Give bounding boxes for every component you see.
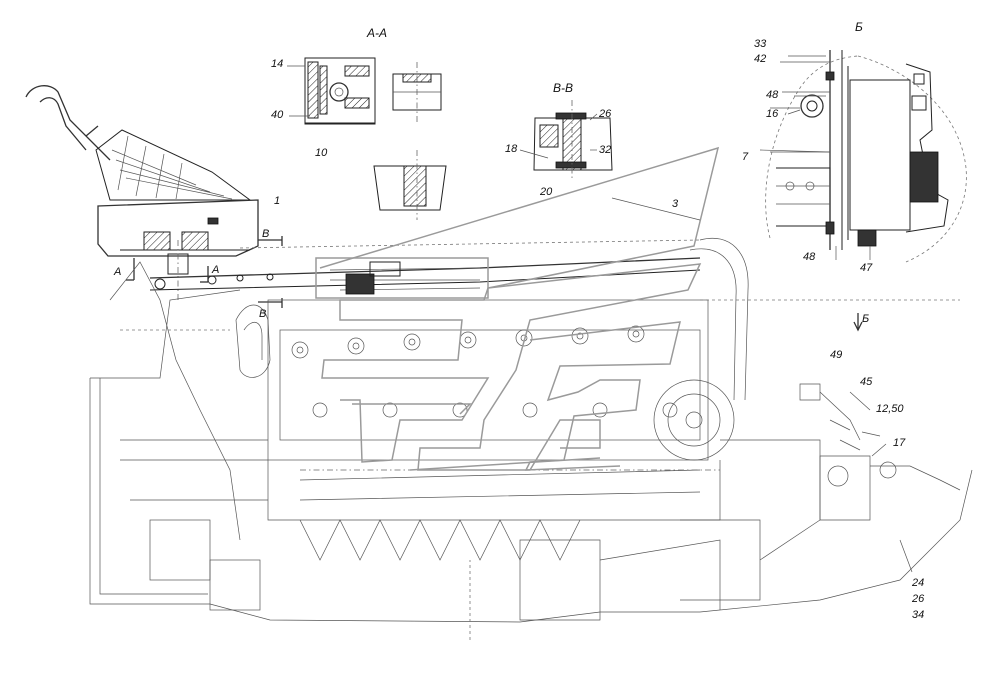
marker-a-left: А <box>114 266 122 278</box>
callout-32: 32 <box>599 144 612 156</box>
callout-26-bb: 26 <box>599 108 612 120</box>
callout-10: 10 <box>315 147 328 159</box>
callout-49: 49 <box>830 349 843 361</box>
callout-3: 3 <box>672 198 679 210</box>
section-bb-title: В-В <box>553 81 574 95</box>
callout-34: 34 <box>912 609 925 621</box>
section-bb-drawing <box>519 100 613 180</box>
view-b-arrow-label: Б <box>862 313 870 325</box>
callout-48-top: 48 <box>766 89 779 101</box>
callout-18: 18 <box>505 143 518 155</box>
callout-12-50: 12,50 <box>876 403 904 415</box>
section-aa-drawing <box>287 57 447 220</box>
engine-block-drawing <box>89 238 973 640</box>
callout-42: 42 <box>754 53 767 65</box>
callout-1: 1 <box>274 195 281 207</box>
view-b-title: Б <box>855 20 863 34</box>
leader-lines <box>611 55 913 573</box>
callout-47: 47 <box>860 262 873 274</box>
view-b-drawing <box>759 50 967 332</box>
section-aa-title: А-А <box>367 26 388 40</box>
marker-a-right: А <box>212 264 220 276</box>
marker-b-upper: В <box>262 228 270 240</box>
callout-26: 26 <box>912 593 925 605</box>
harness-routing <box>315 146 720 471</box>
callout-45: 45 <box>860 376 873 388</box>
callout-16: 16 <box>766 108 779 120</box>
callout-24: 24 <box>912 577 925 589</box>
callout-48-bottom: 48 <box>803 251 816 263</box>
callout-33: 33 <box>754 38 767 50</box>
callout-17: 17 <box>893 437 906 449</box>
marker-b-lower: В <box>259 308 267 320</box>
callout-20: 20 <box>540 186 553 198</box>
callout-40: 40 <box>271 109 284 121</box>
callout-7: 7 <box>742 151 749 163</box>
callout-14: 14 <box>271 58 284 70</box>
